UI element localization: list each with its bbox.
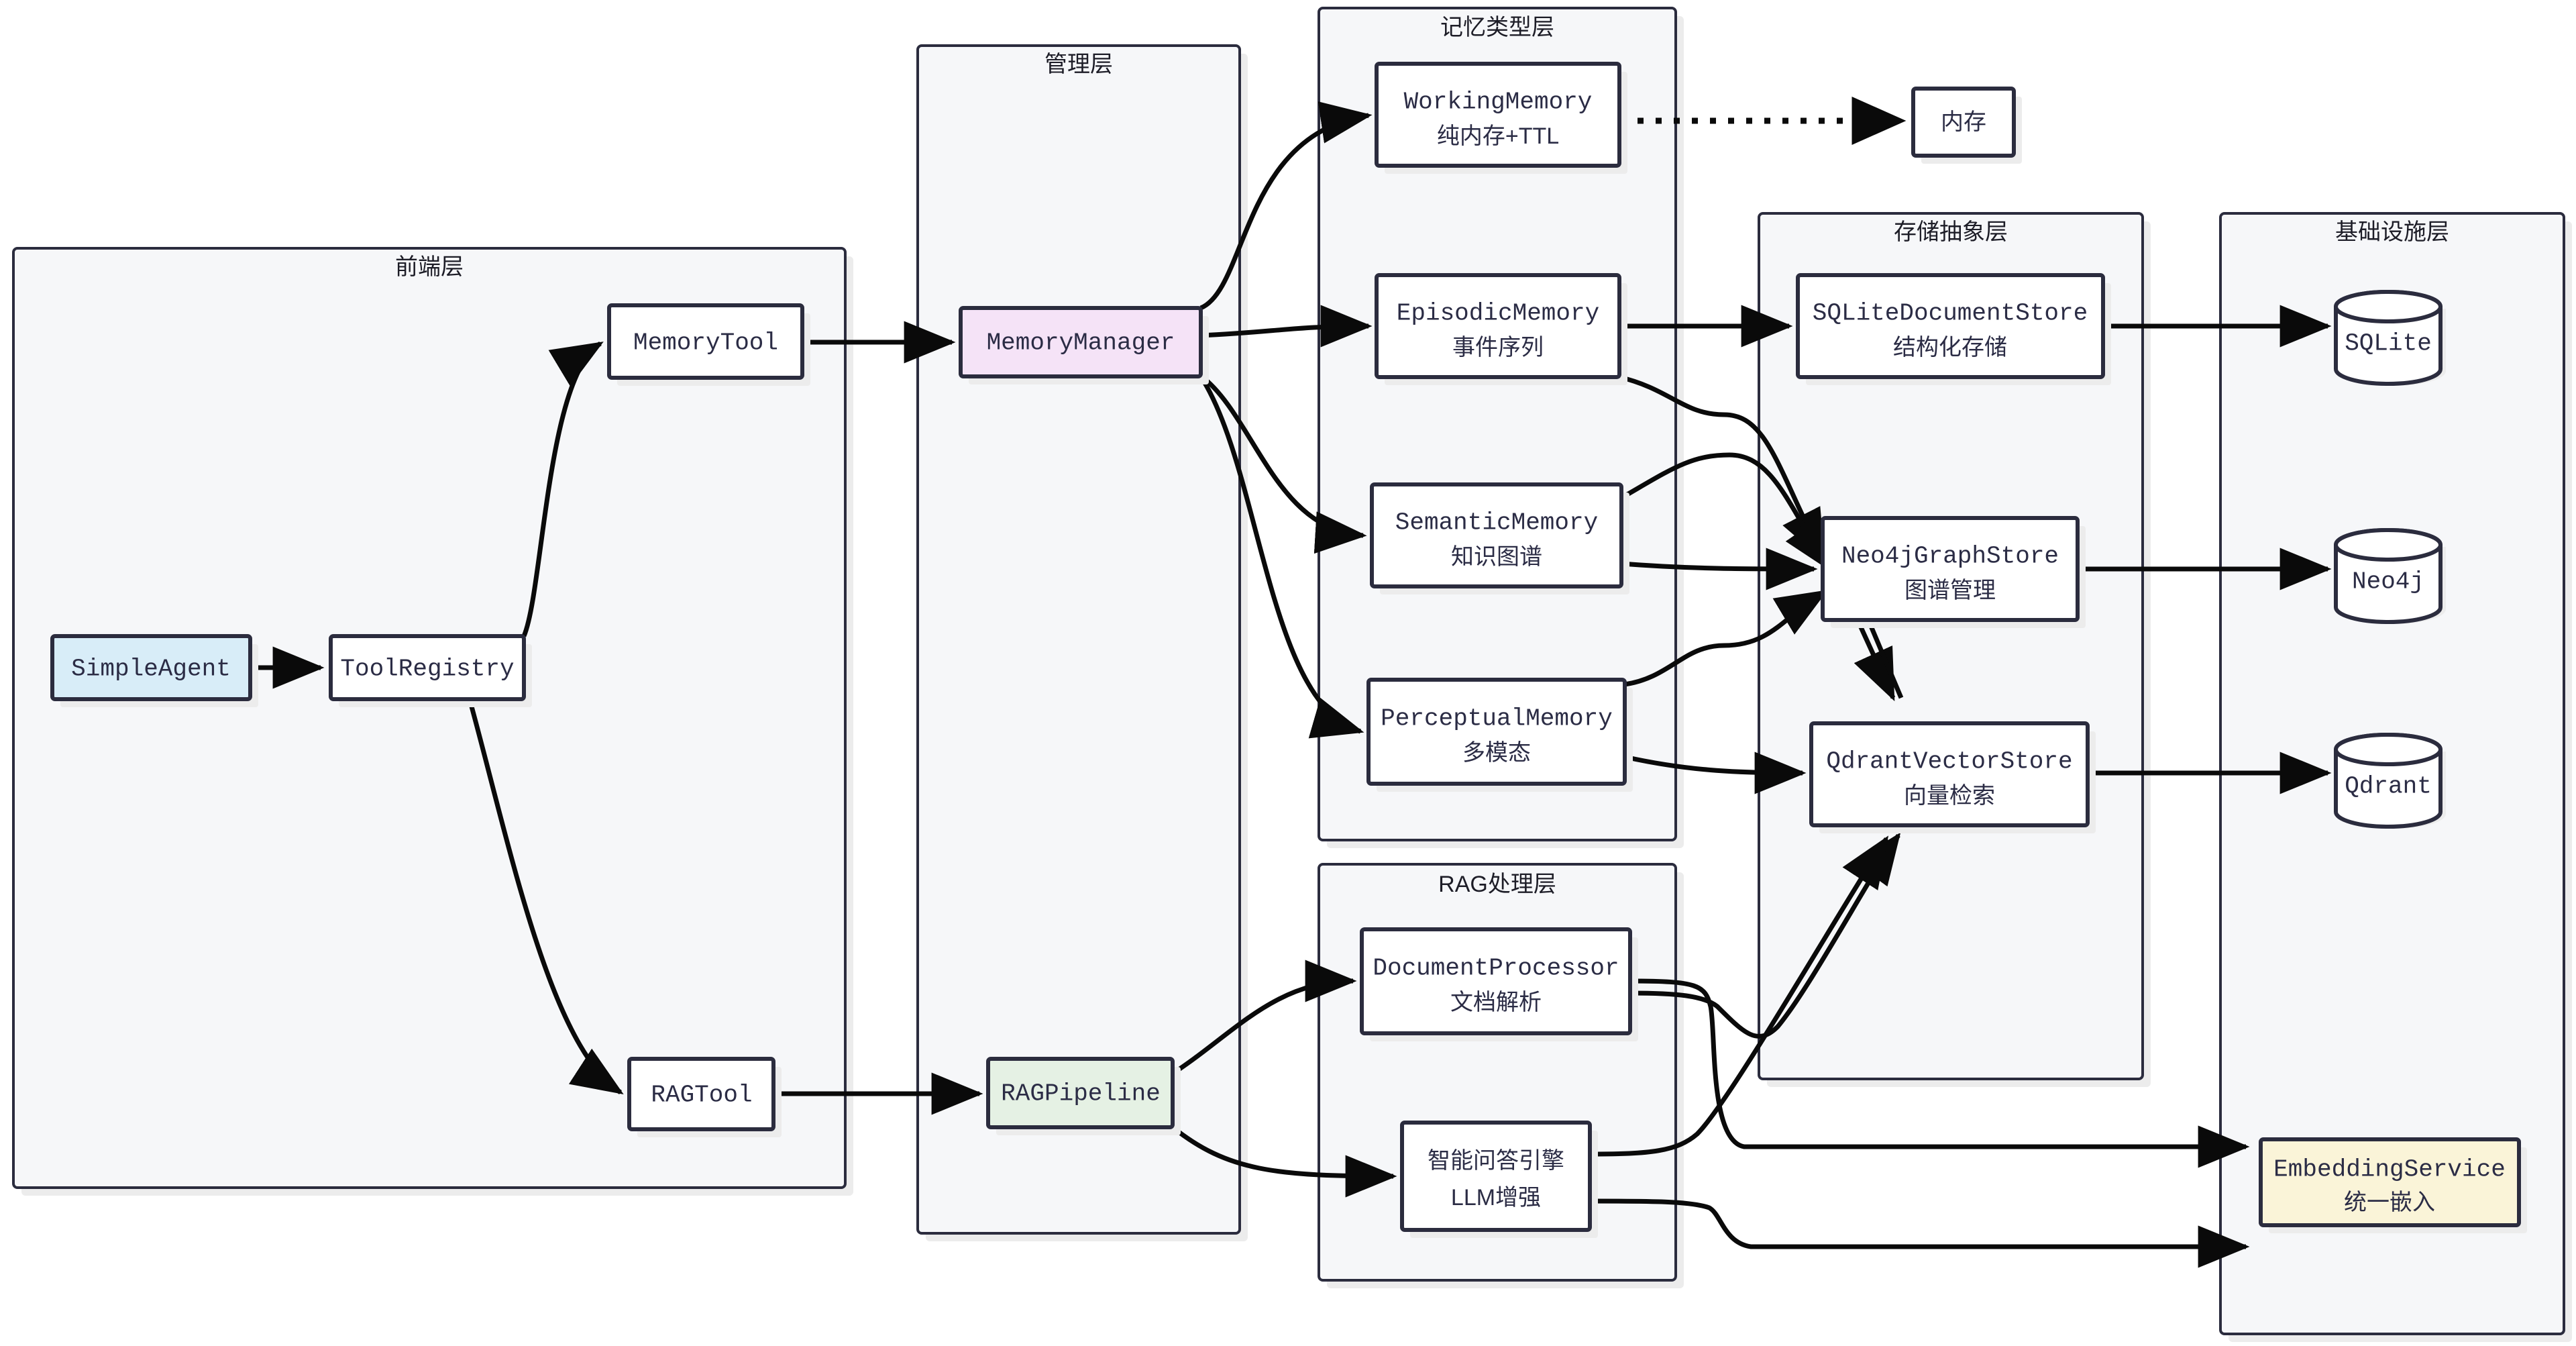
node-neo4jgraphstore[interactable]: Neo4jGraphStore 图谱管理 xyxy=(1821,516,2086,628)
edge-perceptualmem-neo4jstore xyxy=(1624,589,1828,687)
node-embeddingservice[interactable]: EmbeddingService 统一嵌入 xyxy=(2259,1137,2527,1233)
node-label-documentprocessor: DocumentProcessor xyxy=(1373,955,1619,982)
node-toolregistry[interactable]: ToolRegistry xyxy=(329,634,532,707)
edge-ragpipeline-docprocessor xyxy=(1171,960,1357,1076)
node-documentprocessor[interactable]: DocumentProcessor 文档解析 xyxy=(1360,927,1638,1041)
cluster-title-rag: RAG处理层 xyxy=(1438,872,1556,897)
node-qa-engine[interactable]: 智能问答引擎 LLM增强 xyxy=(1400,1121,1598,1238)
node-sqlitedocumentstore[interactable]: SQLiteDocumentStore 结构化存储 xyxy=(1796,273,2111,385)
edge-docprocessor-embedding xyxy=(1629,978,2250,1168)
node-label-sqlitedocumentstore: SQLiteDocumentStore xyxy=(1813,300,2088,327)
node-workingmemory[interactable]: WorkingMemory 纯内存+TTL xyxy=(1375,62,1627,174)
node-qdrantvectorstore[interactable]: QdrantVectorStore 向量检索 xyxy=(1809,721,2096,833)
node-label-embeddingservice: EmbeddingService xyxy=(2273,1156,2506,1184)
node-neo4j-db[interactable]: Neo4j xyxy=(2333,528,2446,624)
edge-qaengine-embedding xyxy=(1589,1198,2250,1268)
node-sublabel-perceptualmemory: 多模态 xyxy=(1462,740,1531,766)
node-qdrant-db[interactable]: Qdrant xyxy=(2333,733,2446,829)
node-sqlite-db[interactable]: SQLite xyxy=(2333,290,2446,386)
node-memorymanager[interactable]: MemoryManager xyxy=(959,306,1209,384)
edge-episodicmem-neo4jstore xyxy=(1619,374,1826,562)
node-simpleagent[interactable]: SimpleAgent xyxy=(50,634,258,707)
cluster-title-manager: 管理层 xyxy=(1044,52,1113,77)
node-sublabel-semanticmemory: 知识图谱 xyxy=(1451,544,1542,570)
node-label-workingmemory: WorkingMemory xyxy=(1404,89,1593,116)
node-label-qdrant-db: Qdrant xyxy=(2345,773,2432,800)
node-sublabel-workingmemory: 纯内存+TTL xyxy=(1437,123,1559,149)
node-label-toolregistry: ToolRegistry xyxy=(340,656,514,683)
edge-semanticmem-neo4jstore-b xyxy=(1621,548,1818,590)
node-sublabel-documentprocessor: 文档解析 xyxy=(1450,990,1542,1015)
node-sublabel-episodicmemory: 事件序列 xyxy=(1452,335,1544,360)
edge-semanticmem-neo4jstore-a xyxy=(1620,452,1833,572)
cluster-title-storage: 存储抽象层 xyxy=(1894,219,2008,245)
node-memory-store[interactable]: 内存 xyxy=(1911,87,2022,164)
edge-neo4jstore-qdrantstore-b xyxy=(1866,620,1904,699)
node-episodicmemory[interactable]: EpisodicMemory 事件序列 xyxy=(1375,273,1627,385)
edge-memorymanager-workingmem xyxy=(1199,101,1373,311)
node-label-ragtool: RAGTool xyxy=(651,1082,752,1109)
edge-ragpipeline-qaengine xyxy=(1171,1125,1397,1198)
edge-qaengine-qdrantstore xyxy=(1589,835,1889,1157)
node-ragtool[interactable]: RAGTool xyxy=(627,1057,782,1137)
node-label-episodicmemory: EpisodicMemory xyxy=(1397,300,1599,327)
node-label-qdrantvectorstore: QdrantVectorStore xyxy=(1826,748,2072,776)
node-label-memorymanager: MemoryManager xyxy=(987,329,1175,357)
node-label-neo4j-db: Neo4j xyxy=(2352,568,2424,596)
node-sublabel-qa-engine: LLM增强 xyxy=(1451,1185,1541,1210)
node-ragpipeline[interactable]: RAGPipeline xyxy=(986,1057,1181,1135)
node-label-perceptualmemory: PerceptualMemory xyxy=(1381,705,1613,733)
cluster-title-frontend: 前端层 xyxy=(395,254,464,280)
edge-neo4jstore-qdrantstore-a xyxy=(1854,620,1896,702)
node-label-ragpipeline: RAGPipeline xyxy=(1001,1080,1161,1108)
edge-memorymanager-episodicmem xyxy=(1200,305,1373,348)
node-memorytool[interactable]: MemoryTool xyxy=(607,303,810,386)
node-perceptualmemory[interactable]: PerceptualMemory 多模态 xyxy=(1366,678,1633,792)
cluster-title-infra: 基础设施层 xyxy=(2335,219,2449,245)
edge-toolregistry-ragtool xyxy=(467,698,624,1095)
node-label-qa-engine: 智能问答引擎 xyxy=(1428,1148,1564,1174)
edge-layer xyxy=(250,97,2332,1268)
node-sublabel-qdrantvectorstore: 向量检索 xyxy=(1904,783,1995,809)
node-semanticmemory[interactable]: SemanticMemory 知识图谱 xyxy=(1370,482,1629,594)
node-label-simpleagent: SimpleAgent xyxy=(71,656,231,683)
node-label-neo4jgraphstore: Neo4jGraphStore xyxy=(1841,543,2059,570)
node-sublabel-neo4jgraphstore: 图谱管理 xyxy=(1904,578,1996,603)
cluster-frontend: 前端层 xyxy=(12,247,853,1196)
node-sublabel-sqlitedocumentstore: 结构化存储 xyxy=(1893,335,2007,360)
node-label-memorytool: MemoryTool xyxy=(633,329,778,357)
edge-memorymanager-semanticmem xyxy=(1199,374,1367,554)
edge-memorymanager-perceptualmem xyxy=(1199,375,1364,739)
edge-perceptualmem-qdrantstore xyxy=(1624,752,1807,794)
node-label-memory-store: 内存 xyxy=(1941,109,1986,135)
node-label-sqlite-db: SQLite xyxy=(2345,330,2432,358)
node-label-semanticmemory: SemanticMemory xyxy=(1395,509,1598,537)
node-sublabel-embeddingservice: 统一嵌入 xyxy=(2344,1190,2435,1215)
cluster-title-memory-type: 记忆类型层 xyxy=(1440,15,1554,40)
edge-toolregistry-memorytool xyxy=(521,342,604,637)
cluster-memory-type: 记忆类型层 xyxy=(1318,7,1684,848)
